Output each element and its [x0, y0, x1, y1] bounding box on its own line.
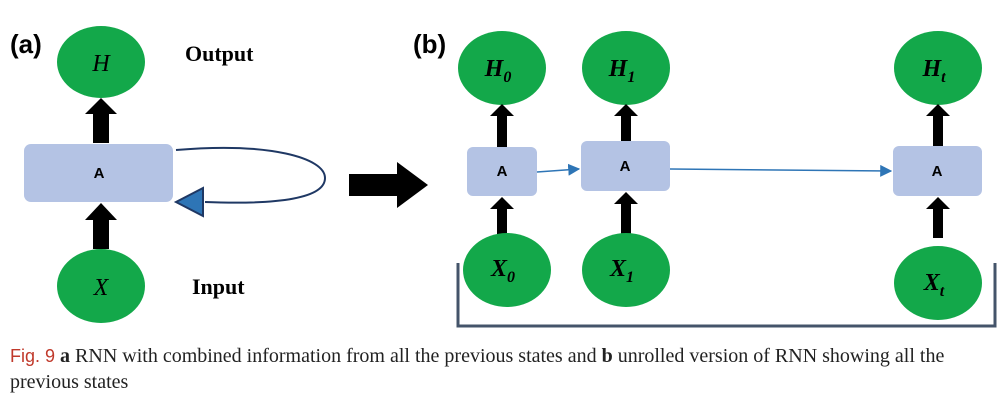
arrow-xt-to-cellt: [926, 197, 950, 238]
hidden-node-1: [582, 31, 670, 105]
arrow-cellt-to-ht: [926, 104, 950, 147]
rnn-cell-a-label: A: [94, 165, 105, 182]
hidden-node-0-label: H0: [484, 56, 512, 86]
rnn-cell-a: [24, 144, 173, 202]
arrow-input-to-cell: [85, 203, 117, 249]
arrow-x1-to-cell1: [614, 192, 638, 236]
hidden-node-1-label: H1: [608, 56, 636, 86]
rnn-cell-t-label: A: [932, 163, 943, 180]
rnn-cell-0-label: A: [497, 163, 508, 180]
output-node-h: [57, 26, 145, 98]
output-label: Output: [185, 41, 254, 66]
input-node-label: X: [93, 275, 110, 301]
arrow-cell1-to-h1: [614, 104, 638, 142]
rnn-cell-0: [467, 147, 537, 196]
timestep-0: H0 A X0: [458, 31, 551, 307]
rnn-diagram: (a) H Output A X Input (b) H0: [10, 26, 997, 328]
arrow-cell-to-output: [85, 98, 117, 143]
sequence-bracket: [456, 263, 997, 328]
figure-number: Fig. 9: [10, 346, 56, 366]
input-node-1-label: X1: [609, 256, 634, 286]
input-node-0: [463, 233, 551, 307]
recurrent-loop: [173, 146, 327, 218]
state-arrow-1-to-t: [669, 164, 893, 177]
rnn-cell-t: [893, 146, 982, 196]
hidden-node-0: [458, 31, 546, 105]
hidden-node-t-label: Ht: [921, 56, 946, 86]
timestep-1: H1 A X1: [581, 31, 670, 307]
output-node-label: H: [91, 51, 111, 77]
arrow-x0-to-cell0: [490, 197, 514, 236]
input-node-t-label: Xt: [923, 270, 945, 300]
panel-b-label: (b): [413, 29, 446, 59]
rnn-cell-1-label: A: [620, 158, 631, 175]
timestep-t: Ht A Xt: [893, 31, 982, 320]
caption-text-a: RNN with combined information from all t…: [70, 345, 602, 367]
figure-caption: Fig. 9 a RNN with combined information f…: [10, 343, 1000, 395]
hidden-node-t: [894, 31, 982, 105]
input-label: Input: [192, 274, 245, 299]
input-node-1: [582, 233, 670, 307]
state-arrow-0-to-1: [536, 163, 581, 176]
input-node-t: [894, 246, 982, 320]
caption-text-b: unrolled version of RNN showing all the …: [10, 345, 945, 393]
arrow-cell0-to-h0: [490, 104, 514, 148]
panel-a-label: (a): [10, 29, 42, 59]
caption-part-a-marker: a: [60, 345, 71, 367]
input-node-0-label: X0: [490, 256, 515, 286]
unroll-arrow: [349, 162, 428, 208]
caption-part-b-marker: b: [601, 345, 613, 367]
rnn-cell-1: [581, 141, 670, 191]
input-node-x: [57, 249, 145, 323]
